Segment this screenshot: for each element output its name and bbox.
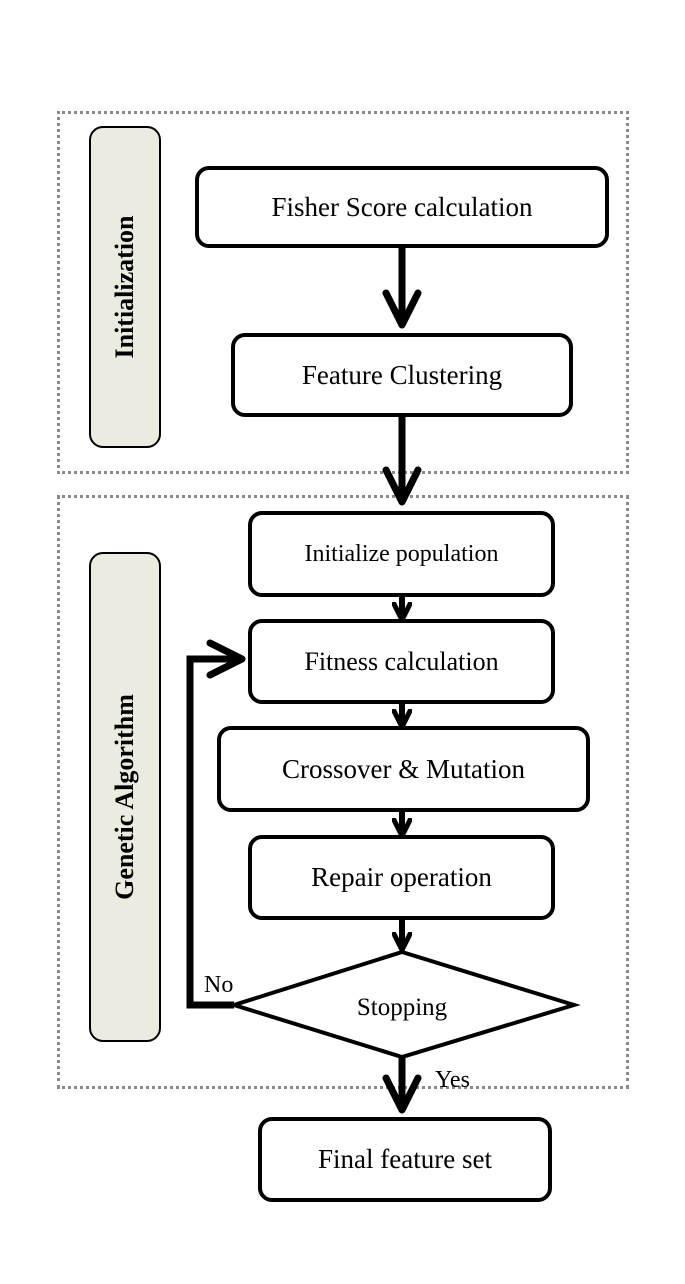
- genetic-algorithm-frame: [57, 495, 629, 1089]
- feature-clustering-box: Feature Clustering: [231, 333, 573, 417]
- fitness-calculation-label: Fitness calculation: [304, 646, 499, 676]
- fitness-calculation-box: Fitness calculation: [248, 619, 555, 704]
- initialization-tab: Initialization: [89, 126, 161, 448]
- initialize-population-label: Initialize population: [304, 540, 499, 567]
- stopping-label: Stopping: [357, 994, 448, 1021]
- yes-label: Yes: [435, 1067, 470, 1093]
- arrow-no-loop-to-fitness: [186, 639, 246, 1009]
- fisher-score-label: Fisher Score calculation: [271, 191, 533, 222]
- repair-operation-label: Repair operation: [311, 862, 492, 892]
- feature-clustering-label: Feature Clustering: [301, 359, 503, 390]
- genetic-algorithm-tab: Genetic Algorithm: [89, 552, 161, 1042]
- stopping-decision: [227, 949, 581, 1060]
- repair-operation-box: Repair operation: [248, 835, 555, 920]
- crossover-mutation-label: Crossover & Mutation: [282, 753, 525, 784]
- initialize-population-box: Initialize population: [248, 511, 555, 597]
- no-label: No: [204, 972, 233, 998]
- initialization-frame: [57, 111, 629, 474]
- final-feature-set-label: Final feature set: [318, 1144, 492, 1174]
- final-feature-set-box: Final feature set: [258, 1117, 552, 1202]
- crossover-mutation-box: Crossover & Mutation: [217, 726, 590, 812]
- fisher-score-box: Fisher Score calculation: [195, 166, 609, 248]
